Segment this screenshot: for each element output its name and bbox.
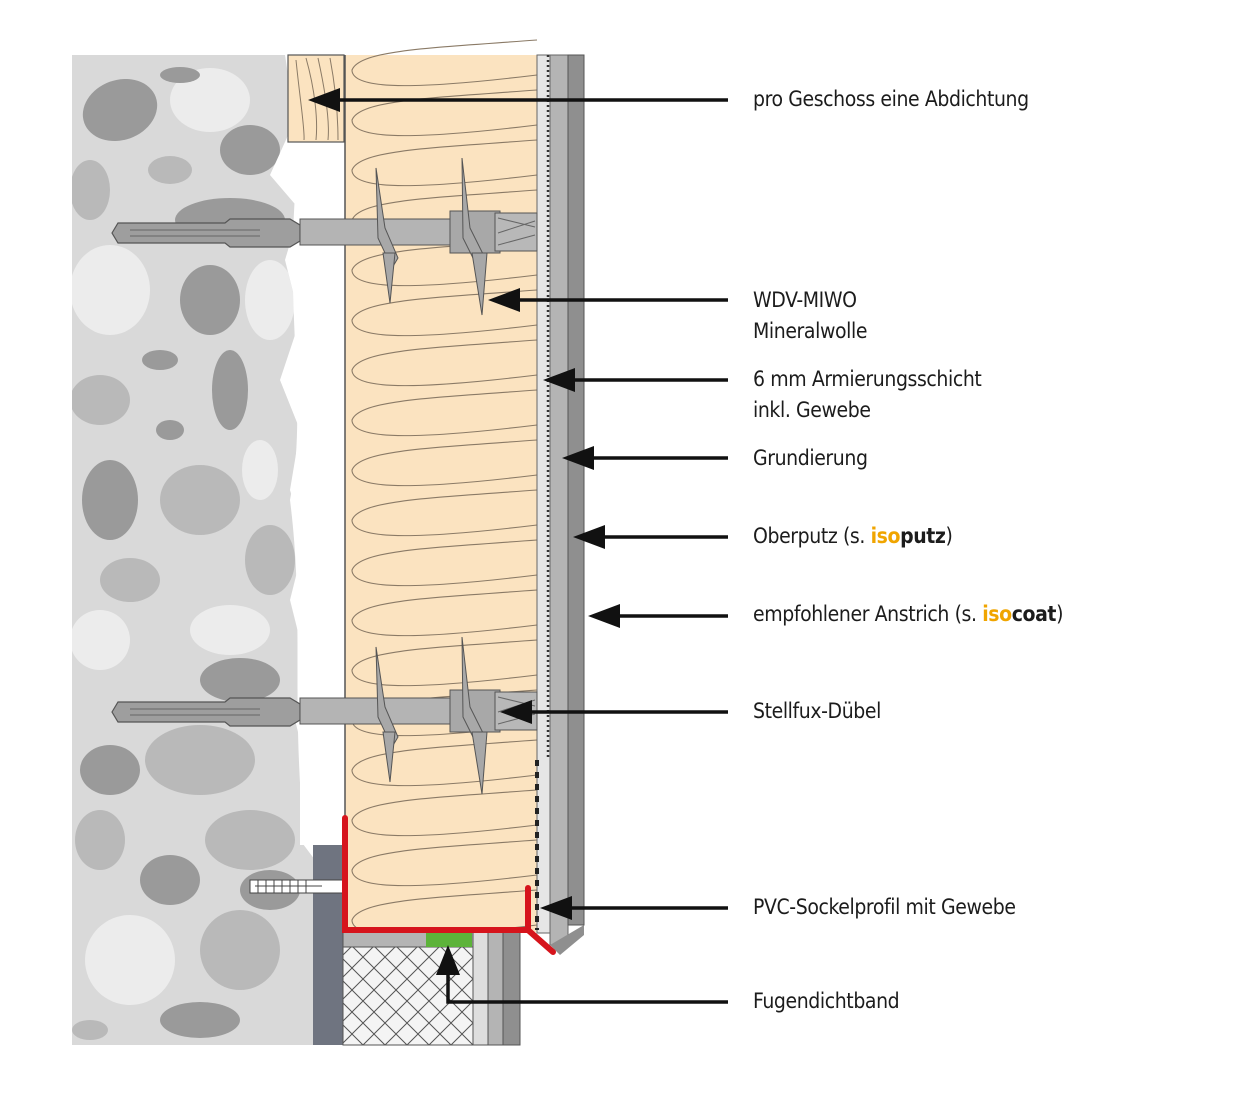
wool-fibre-line bbox=[351, 539, 538, 587]
label-text: 6 mm Armierungsschicht bbox=[753, 367, 982, 391]
mineral-wool-insulation bbox=[344, 39, 538, 937]
label-topcoat: Oberputz (s. isoputz) bbox=[753, 521, 953, 552]
label-reinforcement-layer: 6 mm Armierungsschicht inkl. Gewebe bbox=[753, 364, 982, 426]
wool-fibre-line bbox=[351, 139, 538, 187]
leader-arrow bbox=[588, 604, 728, 628]
masonry-wall bbox=[72, 55, 315, 1045]
wool-fibre-line bbox=[351, 739, 538, 787]
brand-iso-text: iso bbox=[870, 524, 901, 548]
leader-arrows bbox=[308, 88, 728, 1004]
render-layers bbox=[535, 54, 585, 955]
wool-fibre-line bbox=[351, 389, 538, 437]
label-primer: Grundierung bbox=[753, 443, 868, 474]
label-text: empfohlener Anstrich (s. bbox=[753, 602, 983, 626]
label-text: pro Geschoss eine Abdichtung bbox=[753, 87, 1029, 111]
label-text: ) bbox=[1056, 602, 1064, 626]
joint-sealing-tape bbox=[426, 933, 472, 947]
label-text: Stellfux-Dübel bbox=[753, 699, 881, 723]
brand-iso-text: iso bbox=[982, 602, 1012, 626]
leader-arrow bbox=[488, 288, 728, 312]
wool-fibre-line bbox=[351, 89, 538, 137]
wool-fibre-line bbox=[351, 789, 538, 837]
anchors bbox=[111, 157, 538, 795]
leader-arrow bbox=[543, 368, 728, 392]
wool-fibre-line bbox=[351, 439, 538, 487]
leader-arrow bbox=[500, 700, 728, 724]
pvc-plinth-profile bbox=[342, 815, 556, 955]
wool-fibre-line bbox=[351, 39, 538, 87]
leader-arrow bbox=[308, 88, 728, 112]
label-insulation: WDV-MIWO Mineralwolle bbox=[753, 285, 867, 347]
label-anchor: Stellfux-Dübel bbox=[753, 696, 881, 727]
label-text: inkl. Gewebe bbox=[753, 398, 871, 422]
wool-fibre-line bbox=[351, 339, 538, 387]
label-text: Grundierung bbox=[753, 446, 868, 470]
leader-arrow bbox=[436, 945, 728, 1004]
label-plinth-profile: PVC-Sockelprofil mit Gewebe bbox=[753, 892, 1016, 923]
wool-fibre-line bbox=[351, 239, 538, 287]
wool-fibre-line bbox=[351, 639, 538, 687]
label-paint: empfohlener Anstrich (s. isocoat) bbox=[753, 599, 1063, 630]
plinth-base bbox=[313, 845, 343, 1045]
leader-arrow bbox=[573, 525, 728, 549]
label-text: ) bbox=[945, 524, 953, 548]
wool-fibre-line bbox=[351, 489, 538, 537]
stellfux-anchor bbox=[111, 636, 538, 795]
stellfux-anchor bbox=[111, 157, 538, 316]
wool-fibre-line bbox=[351, 289, 538, 337]
label-text: PVC-Sockelprofil mit Gewebe bbox=[753, 895, 1016, 919]
label-text: Oberputz (s. bbox=[753, 524, 871, 548]
leader-arrow bbox=[540, 896, 728, 920]
label-floor-seal: pro Geschoss eine Abdichtung bbox=[753, 84, 1029, 115]
plinth-insulation bbox=[342, 931, 521, 1046]
brand-product-text: coat bbox=[1011, 602, 1057, 626]
wool-fibre-line bbox=[351, 839, 538, 887]
label-text: WDV-MIWO bbox=[753, 288, 857, 312]
brand-product-text: putz bbox=[900, 524, 946, 548]
wool-fibre-line bbox=[351, 589, 538, 637]
plinth-screw-anchor bbox=[249, 879, 346, 894]
label-text: Fugendichtband bbox=[753, 989, 900, 1013]
leader-arrow bbox=[562, 446, 728, 470]
label-text: Mineralwolle bbox=[753, 319, 868, 343]
label-joint-tape: Fugendichtband bbox=[753, 986, 900, 1017]
